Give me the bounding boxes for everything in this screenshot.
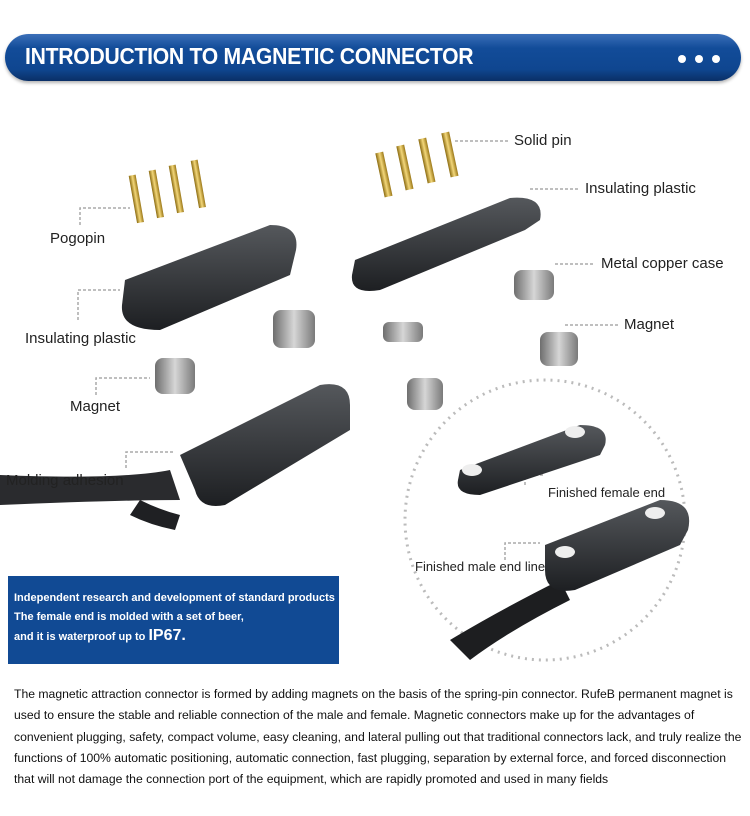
info-line-2: The female end is molded with a set of b… bbox=[14, 611, 244, 623]
section-title: INTRODUCTION TO MAGNETIC CONNECTOR bbox=[25, 43, 474, 69]
label-pogopin: Pogopin bbox=[50, 230, 106, 247]
info-line-1: Independent research and development of … bbox=[14, 592, 335, 604]
label-metal-copper-case: Metal copper case bbox=[601, 255, 724, 272]
molding-adhesion-icon bbox=[0, 384, 350, 530]
ip-rating: IP67. bbox=[148, 627, 186, 644]
section-header: INTRODUCTION TO MAGNETIC CONNECTOR bbox=[5, 34, 741, 81]
info-line-3: and it is waterproof up to IP67. bbox=[14, 627, 186, 645]
label-finished-female-end: Finished female end bbox=[548, 485, 666, 500]
insulating-plastic-right-icon bbox=[351, 197, 541, 291]
magnet-icon bbox=[155, 270, 578, 410]
solid-pin-icon bbox=[375, 131, 459, 198]
label-insulating-plastic-left: Insulating plastic bbox=[25, 330, 136, 347]
label-magnet-right: Magnet bbox=[624, 316, 675, 333]
label-finished-male-end-line: Finished male end line bbox=[415, 559, 546, 574]
insulating-plastic-left-icon bbox=[121, 225, 297, 330]
finished-male-end-icon bbox=[450, 500, 690, 660]
label-magnet-left: Magnet bbox=[70, 398, 121, 415]
label-solid-pin: Solid pin bbox=[514, 132, 572, 149]
label-molding-adhesion: Molding adhesion bbox=[6, 472, 124, 489]
pogopin-icon bbox=[128, 159, 206, 224]
finished-female-end-icon bbox=[457, 425, 606, 495]
description-paragraph: The magnetic attraction connector is for… bbox=[14, 687, 742, 787]
info-box: Independent research and development of … bbox=[8, 576, 339, 664]
info-line-3-text: and it is waterproof up to bbox=[14, 631, 149, 643]
label-insulating-plastic-right: Insulating plastic bbox=[585, 180, 696, 197]
